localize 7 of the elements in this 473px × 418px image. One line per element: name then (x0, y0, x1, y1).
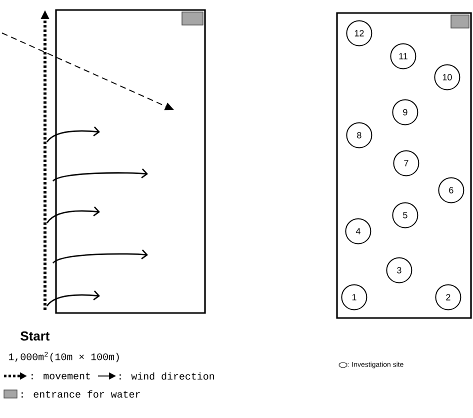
field-plot (336, 12, 472, 319)
area-note: 1,000m$^{2}$(10m × 100m) (8, 352, 119, 362)
start-label: Start (20, 331, 50, 341)
field-plot (55, 9, 206, 314)
legend-text: : entrance for water (22, 390, 140, 398)
legend-text: : wind direction (120, 372, 214, 380)
legend-text: : movement (32, 372, 90, 380)
